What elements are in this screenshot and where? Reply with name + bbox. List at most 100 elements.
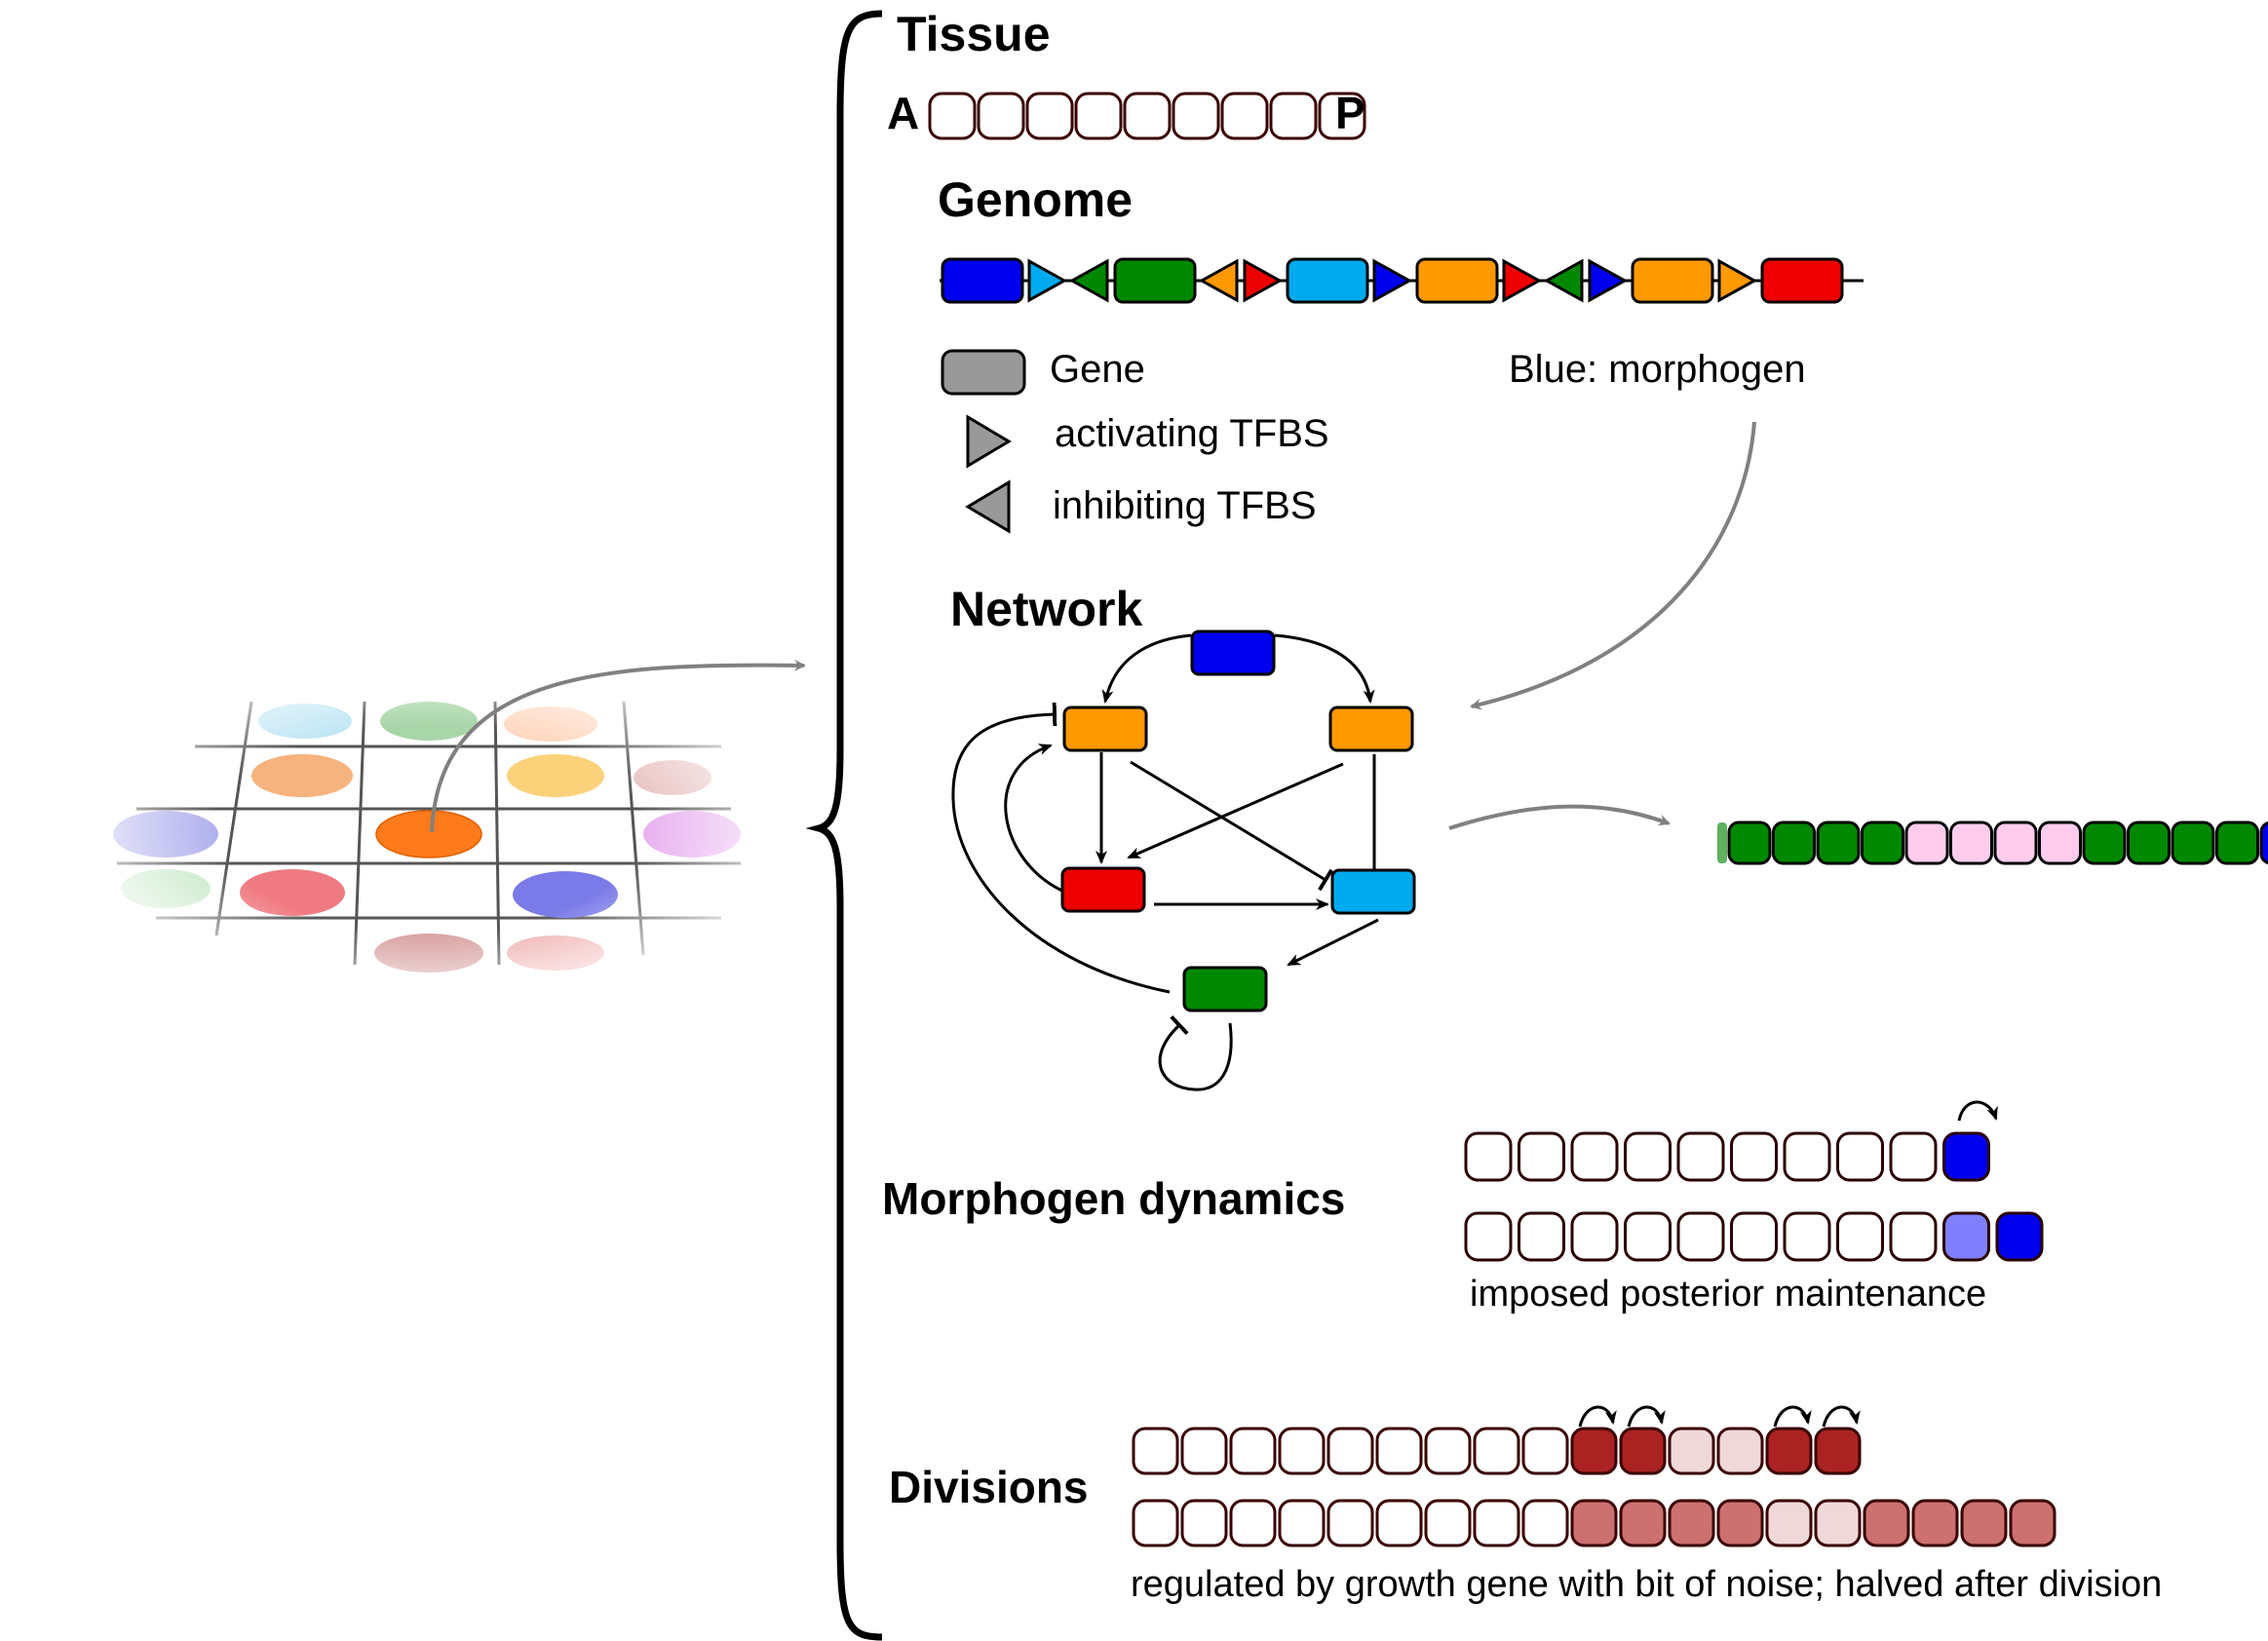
morphogen-cell	[1889, 1211, 1938, 1262]
network-node-cyan	[1330, 868, 1416, 915]
division-cell	[1911, 1499, 1959, 1547]
tissue-cell	[1172, 92, 1220, 140]
division-cell	[1326, 1427, 1374, 1475]
genome-gene	[1113, 257, 1197, 304]
output-arrow	[1448, 804, 1671, 830]
morphogen-cell	[1464, 1131, 1513, 1182]
morphogen-cell	[1730, 1211, 1778, 1262]
division-cell	[1229, 1499, 1277, 1547]
morphogen-caption: imposed posterior maintenance	[1470, 1274, 1986, 1315]
division-cell	[1668, 1499, 1715, 1547]
division-cell	[1521, 1499, 1569, 1547]
output-cell-partial	[1717, 822, 1727, 863]
division-cell	[1765, 1427, 1813, 1475]
division-cell	[1278, 1499, 1326, 1547]
morphogen-cell	[1995, 1211, 2044, 1262]
brace	[805, 10, 883, 1641]
morphogen-cell	[1730, 1131, 1778, 1182]
output-cell	[2127, 820, 2171, 865]
genome-inhibiting-tfbs	[1543, 258, 1584, 303]
division-cell	[1619, 1427, 1667, 1475]
division-cell	[1814, 1427, 1862, 1475]
division-arrow	[1627, 1405, 1666, 1428]
division-cell	[1473, 1427, 1520, 1475]
tissue-cell	[1318, 92, 1366, 140]
division-cell	[1863, 1499, 1910, 1547]
division-arrow	[1578, 1405, 1617, 1428]
division-arrow	[1822, 1405, 1861, 1428]
anterior-label: A	[887, 88, 919, 138]
genome-activating-tfbs	[1502, 258, 1543, 303]
tissue-cells	[928, 92, 1366, 140]
genome-activating-tfbs	[1243, 258, 1284, 303]
division-cell	[1668, 1427, 1715, 1475]
output-cell	[1904, 820, 1949, 865]
tissue-cell	[1025, 92, 1074, 140]
division-cell	[1765, 1499, 1813, 1547]
activating-tfbs-icon	[966, 414, 1012, 469]
morphogen-cell	[1570, 1131, 1619, 1182]
output-cell	[1993, 820, 2038, 865]
morphogen-cell	[1518, 1211, 1565, 1262]
posterior-label: P	[1335, 88, 1365, 138]
morphogen-row-2	[1464, 1211, 2044, 1262]
morphogen-cell	[1942, 1131, 1990, 1182]
morphogen-note: Blue: morphogen	[1509, 348, 1806, 391]
tissue-cell	[928, 92, 977, 140]
output-cell	[1816, 820, 1861, 865]
network-node-red	[1060, 866, 1146, 913]
division-cell	[2009, 1499, 2057, 1547]
network-node-orange-left	[1062, 706, 1148, 752]
division-cell	[1375, 1499, 1423, 1547]
division-cell	[1180, 1427, 1228, 1475]
morphogen-cell	[1518, 1131, 1565, 1182]
division-cell	[1278, 1427, 1326, 1475]
division-cell	[1424, 1427, 1472, 1475]
morphogen-cell	[1624, 1131, 1672, 1182]
morphogen-cell	[1836, 1131, 1884, 1182]
shift-arrow	[1957, 1100, 1998, 1122]
output-cell	[1861, 820, 1904, 865]
morphogen-cell	[1889, 1131, 1938, 1182]
cell-grid	[78, 658, 806, 999]
morphogen-arrow	[1470, 421, 1756, 710]
output-cell	[2171, 820, 2215, 865]
division-cell	[1180, 1499, 1228, 1547]
network-nodes	[1060, 630, 1416, 1012]
zoom-arrow	[430, 659, 806, 833]
output-cell	[1949, 820, 1993, 865]
divisions-caption: regulated by growth gene with bit of noi…	[1131, 1564, 2162, 1605]
tissue-cell	[1123, 92, 1172, 140]
legend-inhibiting-label: inhibiting TFBS	[1053, 484, 1317, 527]
morphogen-cell	[1836, 1211, 1884, 1262]
division-cell	[1716, 1499, 1764, 1547]
morphogen-cell	[1624, 1211, 1672, 1262]
division-cell	[1375, 1427, 1423, 1475]
genome-activating-tfbs	[1027, 258, 1068, 303]
legend: Gene activating TFBS inhibiting TFBS Blu…	[941, 348, 1806, 710]
output-cell	[2215, 820, 2259, 865]
division-cell	[1473, 1499, 1520, 1547]
morphogen-cell	[1676, 1131, 1725, 1182]
network-node-green	[1182, 966, 1268, 1012]
output-cell	[2082, 820, 2127, 865]
morphogen-cell	[1783, 1211, 1831, 1262]
morphogen-row-1	[1464, 1131, 1990, 1182]
division-cell	[1326, 1499, 1374, 1547]
genome-title: Genome	[938, 172, 1133, 227]
division-cell	[1814, 1499, 1862, 1547]
divisions-title: Divisions	[889, 1462, 1089, 1512]
genome-activating-tfbs	[1588, 258, 1629, 303]
division-arrow	[1773, 1405, 1812, 1428]
division-cell	[1229, 1427, 1277, 1475]
tissue-cell	[1220, 92, 1269, 140]
morphogen-cell	[1783, 1131, 1831, 1182]
division-cell	[1716, 1427, 1764, 1475]
genome-gene	[1415, 257, 1499, 304]
division-cell	[1424, 1499, 1472, 1547]
genome-activating-tfbs	[1717, 258, 1758, 303]
division-cell	[1132, 1499, 1179, 1547]
genome-gene	[1631, 257, 1714, 304]
genome-inhibiting-tfbs	[1198, 258, 1239, 303]
